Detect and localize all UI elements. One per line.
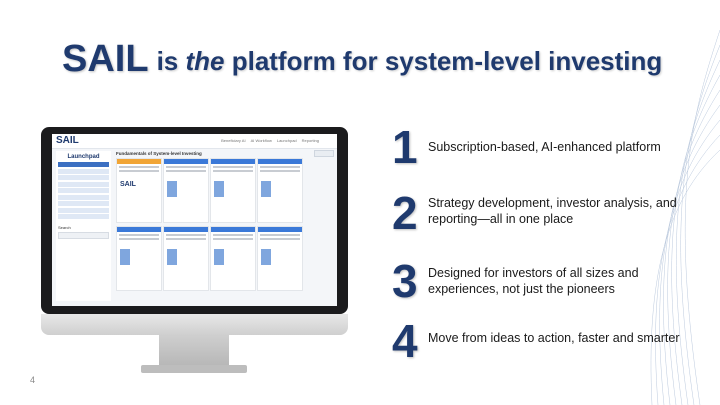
- title-text: is the platform for system-level investi…: [156, 46, 663, 76]
- point-2: 2 Strategy development, investor analysi…: [392, 187, 692, 239]
- app-search-label: Search: [58, 225, 71, 230]
- point-text: Strategy development, investor analysis,…: [428, 196, 677, 226]
- point-number: 1: [392, 121, 418, 173]
- app-nav-item: Reporting: [301, 138, 319, 143]
- app-sidebar-item: [58, 201, 109, 206]
- app-card: [257, 226, 303, 291]
- app-card: [116, 226, 162, 291]
- monitor-stand: [159, 335, 229, 367]
- point-1: 1 Subscription-based, AI-enhanced platfo…: [392, 121, 692, 173]
- point-text: Move from ideas to action, faster and sm…: [428, 331, 680, 345]
- app-card: [163, 226, 209, 291]
- monitor-base: [141, 365, 247, 373]
- app-sidebar-item: [58, 188, 109, 193]
- app-card: SAIL: [116, 158, 162, 223]
- monitor-chin: [41, 314, 348, 335]
- app-topbar: SAIL Beneficiary AI AI Workflow Launchpa…: [52, 134, 337, 149]
- app-sidebar-item: [58, 181, 109, 187]
- app-card: [257, 158, 303, 223]
- app-search-box: [58, 232, 109, 239]
- app-screenshot: SAIL Beneficiary AI AI Workflow Launchpa…: [52, 134, 337, 306]
- point-text: Designed for investors of all sizes and …: [428, 266, 639, 296]
- monitor-bezel: SAIL Beneficiary AI AI Workflow Launchpa…: [41, 127, 348, 314]
- app-sidebar-item: [58, 194, 109, 200]
- app-sidebar-title: Launchpad: [67, 154, 100, 160]
- app-sidebar-item: [58, 168, 109, 174]
- point-text: Subscription-based, AI-enhanced platform: [428, 140, 661, 154]
- app-nav: Beneficiary AI AI Workflow Launchpad Rep…: [221, 138, 319, 143]
- slide-title: SAIL is the platform for system-level in…: [62, 34, 662, 78]
- point-number: 2: [392, 187, 418, 239]
- app-nav-item: Beneficiary AI: [221, 138, 246, 143]
- app-main-title: Fundamentals of System-level Investing: [116, 151, 202, 156]
- app-sidebar-item: [58, 214, 109, 219]
- app-card: [163, 158, 209, 223]
- point-number: 4: [392, 315, 418, 367]
- decorative-wave-lines: [650, 29, 720, 405]
- app-sidebar-item: [58, 207, 109, 213]
- app-button: [314, 150, 334, 157]
- app-sidebar-item: [58, 162, 109, 167]
- point-number: 3: [392, 255, 418, 307]
- monitor-illustration: SAIL Beneficiary AI AI Workflow Launchpa…: [41, 127, 348, 377]
- app-logo: SAIL: [56, 135, 79, 146]
- app-card: [210, 226, 256, 291]
- app-nav-item: AI Workflow: [250, 138, 272, 143]
- sail-logo: SAIL: [62, 38, 149, 80]
- app-nav-item: Launchpad: [276, 138, 297, 143]
- point-4: 4 Move from ideas to action, faster and …: [392, 315, 692, 367]
- app-card-logo: SAIL: [120, 181, 136, 188]
- page-number: 4: [30, 375, 36, 385]
- app-sidebar: Launchpad Search: [56, 151, 111, 301]
- point-3: 3 Designed for investors of all sizes an…: [392, 255, 692, 307]
- app-card: [210, 158, 256, 223]
- app-sidebar-item: [58, 175, 109, 180]
